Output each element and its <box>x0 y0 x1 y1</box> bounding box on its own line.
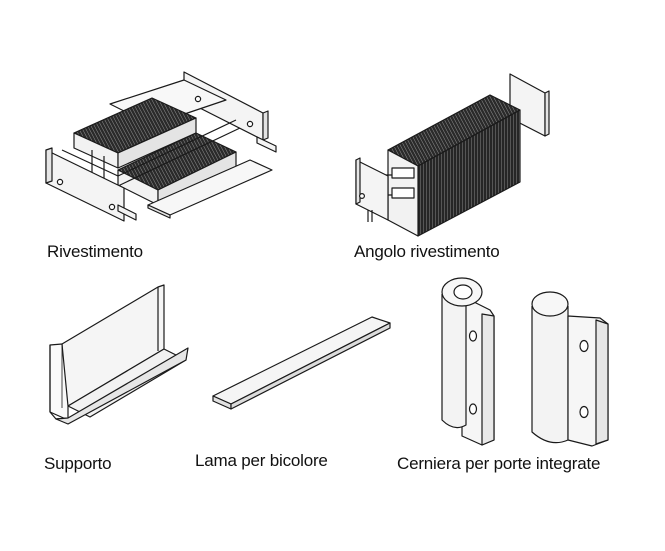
caption-supporto: Supporto <box>44 454 112 473</box>
angolo-rivestimento-illustration <box>356 74 549 236</box>
caption-rivestimento: Rivestimento <box>47 242 143 261</box>
cerniera-left-illustration <box>442 278 494 445</box>
rivestimento-illustration <box>46 72 276 221</box>
caption-angolo-rivestimento: Angolo rivestimento <box>354 242 500 261</box>
caption-cerniera: Cerniera per porte integrate <box>397 454 601 473</box>
caption-lama-per-bicolore: Lama per bicolore <box>195 451 328 470</box>
cerniera-right-illustration <box>532 292 608 446</box>
supporto-illustration <box>50 285 188 424</box>
lama-illustration <box>213 317 390 409</box>
